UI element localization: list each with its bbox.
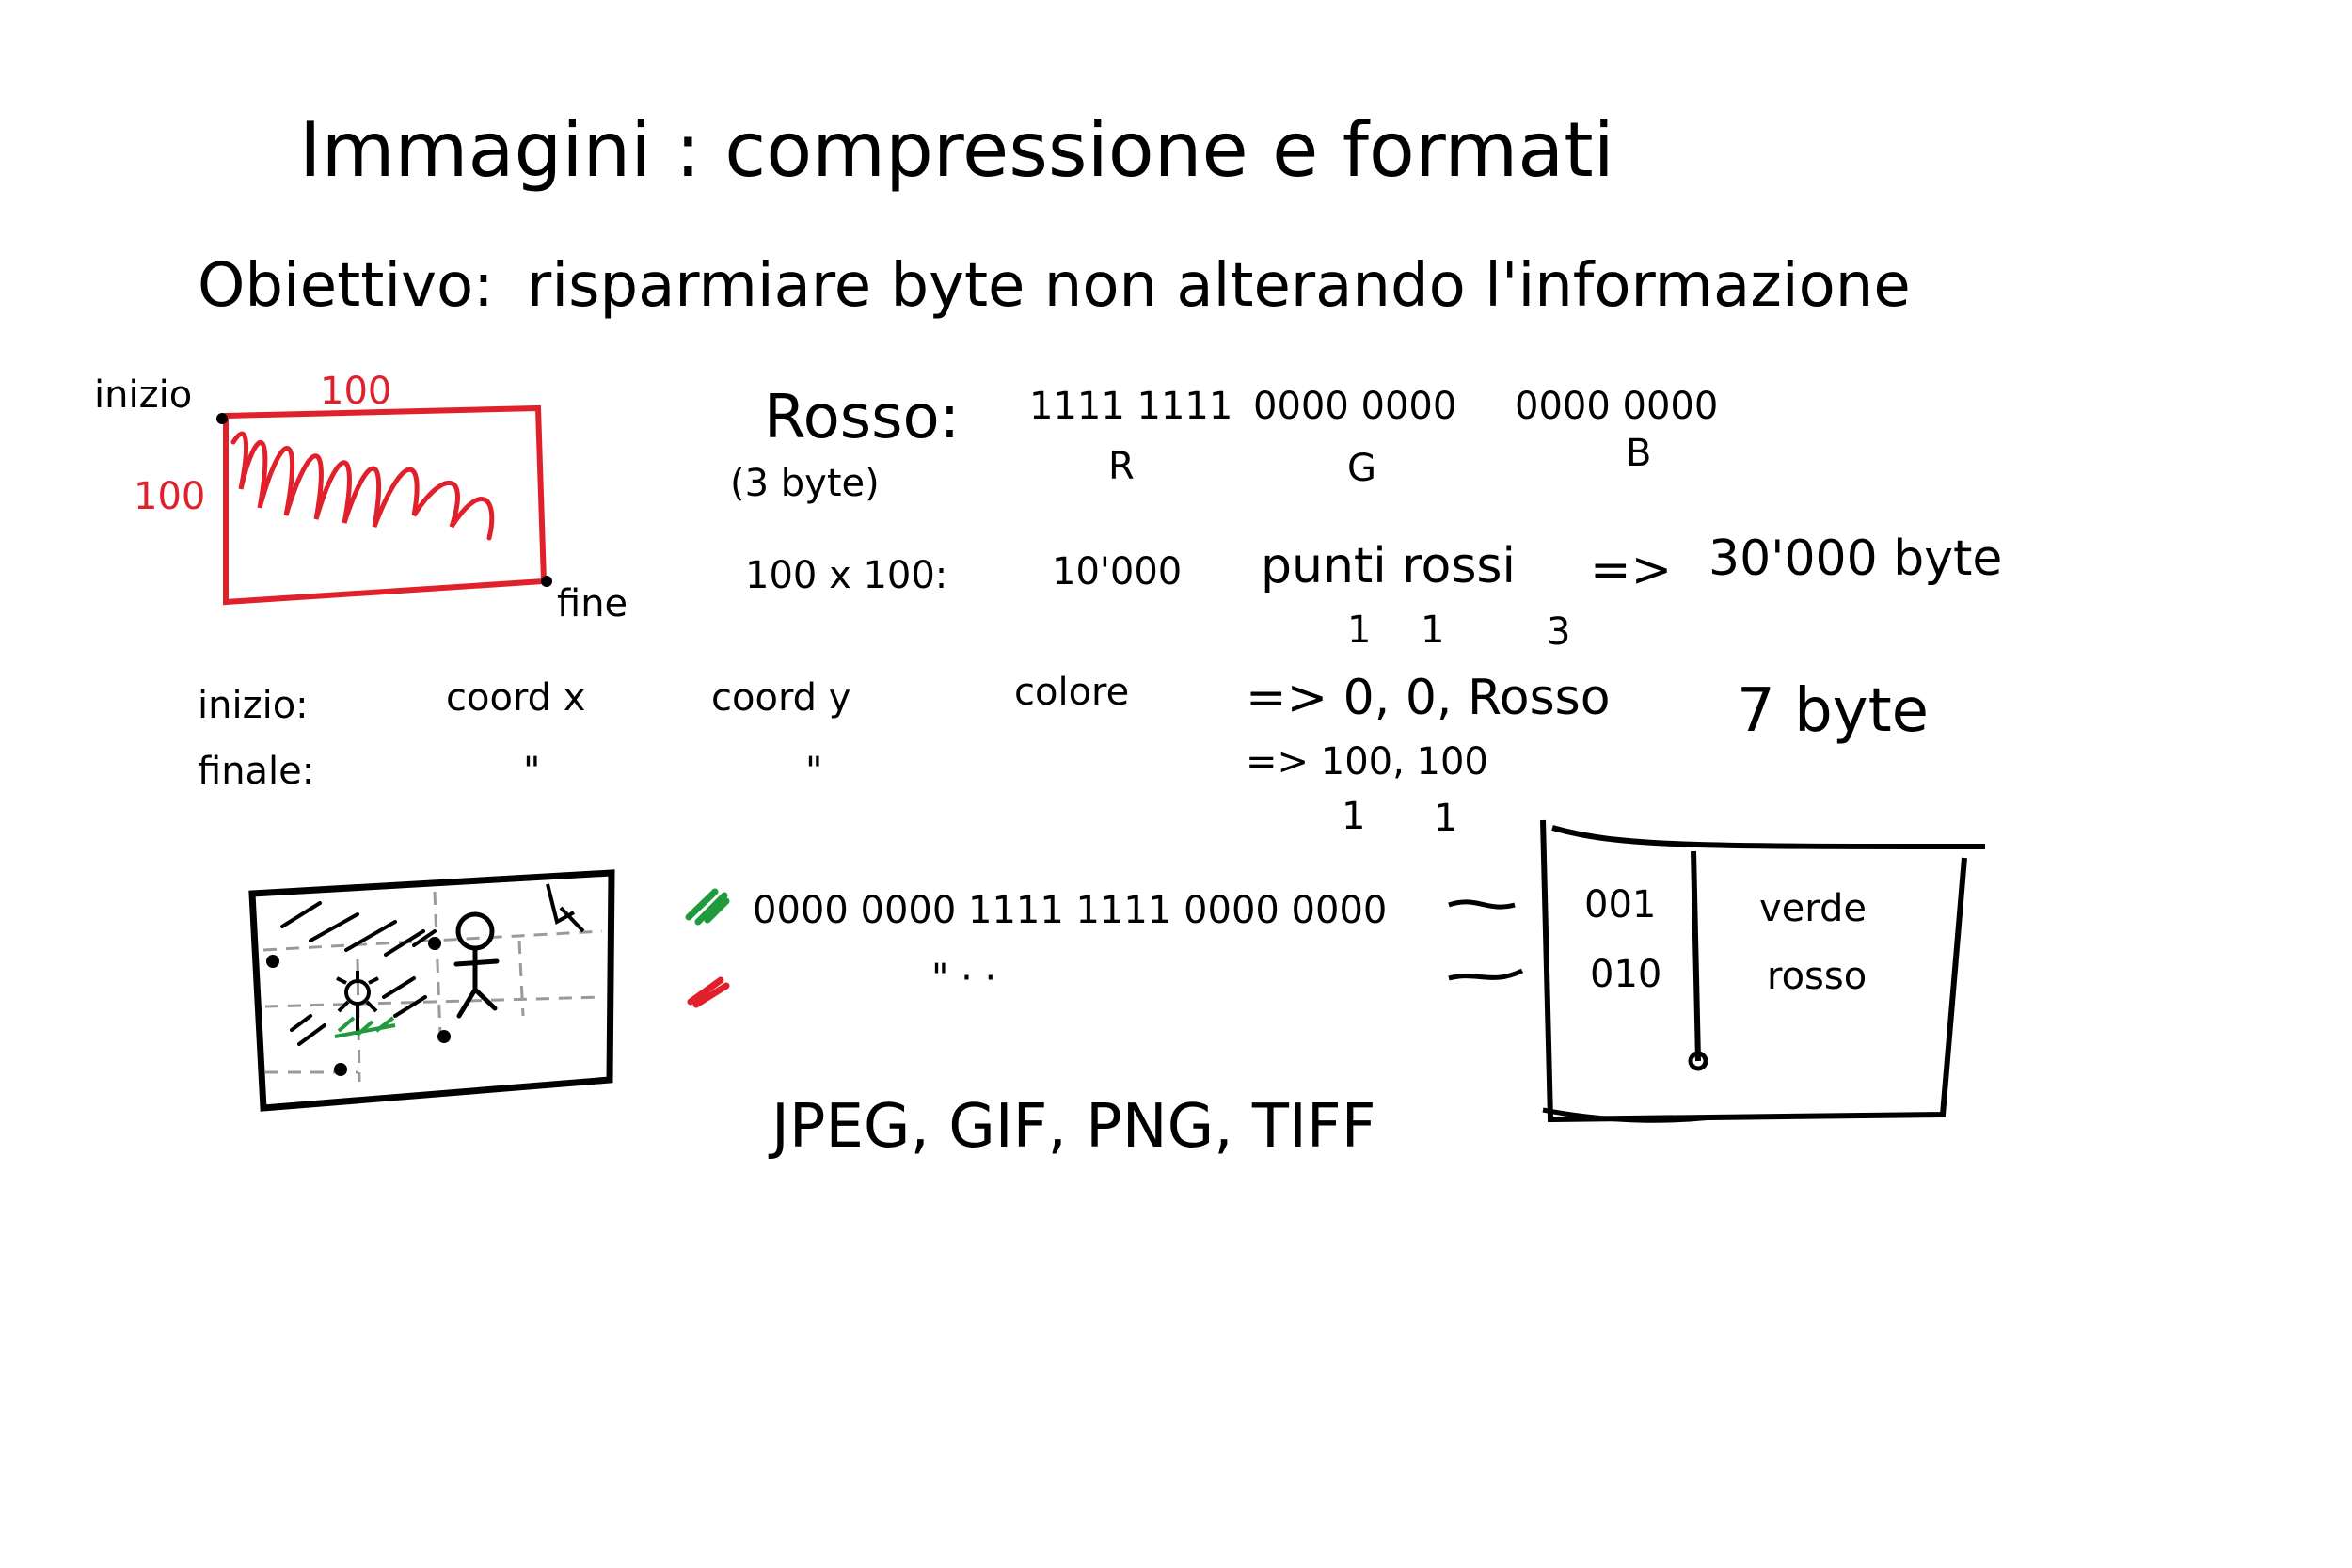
red-size-note: (3 byte): [730, 462, 880, 505]
points-total: 30'000 byte: [1708, 531, 2003, 587]
image-formats: JPEG, GIF, PNG, TIFF: [771, 1092, 1376, 1162]
objective-text: risparmiare byte non alterando l'informa…: [527, 251, 1911, 321]
square-height-label: 100: [134, 475, 206, 518]
red-byte-b: 0000 0000: [1515, 385, 1719, 428]
square-end-label: fine: [557, 582, 628, 626]
square-width-label: 100: [320, 370, 392, 413]
palette-table-drawing: [1540, 819, 1986, 1123]
palette-name-0: verde: [1759, 887, 1867, 930]
coord-byte-color: 3: [1547, 610, 1571, 654]
page-title: Immagini : compressione e formati: [299, 106, 1614, 194]
end-byte-y: 1: [1434, 797, 1458, 840]
coord-start-label: inizio:: [198, 684, 309, 727]
objective-label: Obiettivo:: [198, 251, 494, 321]
points-count: 10'000: [1052, 550, 1183, 594]
channel-b: B: [1626, 432, 1652, 475]
ditto-x: ": [523, 750, 541, 793]
square-start-label: inizio: [94, 373, 193, 417]
dims-label: 100 x 100:: [745, 554, 948, 597]
points-text: punti rossi: [1261, 538, 1516, 594]
channel-r: R: [1108, 445, 1135, 488]
seven-byte-result: 7 byte: [1737, 676, 1930, 746]
palette-name-1: rosso: [1767, 955, 1867, 998]
color-label: colore: [1014, 671, 1130, 714]
end-value: => 100, 100: [1246, 740, 1488, 784]
grid-picture-drawing: [248, 869, 615, 1112]
start-value: => 0, 0, Rosso: [1246, 670, 1611, 726]
palette-marks: [685, 888, 1524, 1008]
end-byte-x: 1: [1342, 795, 1366, 838]
coord-end-label: finale:: [198, 750, 315, 793]
red-label: Rosso:: [764, 383, 961, 452]
palette-code-1: 010: [1590, 953, 1662, 996]
ditto-y: ": [805, 750, 823, 793]
red-square-drawing: [216, 404, 552, 606]
red-bits: " · ·: [931, 957, 997, 1000]
coord-y-label: coord y: [711, 676, 851, 720]
coord-byte-x: 1: [1347, 609, 1372, 652]
green-bits: 0000 0000 1111 1111 0000 0000: [753, 889, 1388, 932]
coord-x-label: coord x: [446, 676, 586, 720]
red-byte-r: 1111 1111: [1029, 385, 1233, 428]
points-arrow: =>: [1590, 542, 1673, 598]
coord-byte-y: 1: [1421, 609, 1445, 652]
channel-g: G: [1347, 447, 1376, 490]
palette-code-0: 001: [1584, 883, 1657, 927]
red-byte-g: 0000 0000: [1253, 385, 1457, 428]
